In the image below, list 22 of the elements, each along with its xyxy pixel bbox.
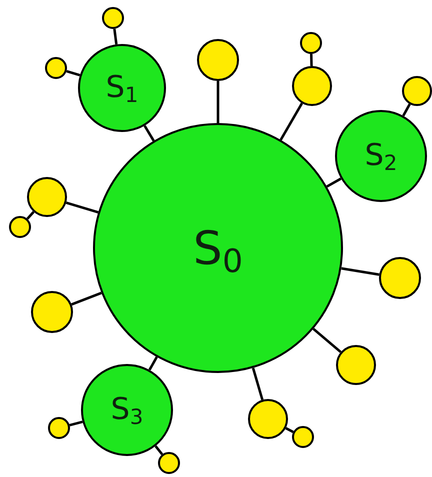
connector-line <box>144 125 155 142</box>
connector-line <box>310 54 313 66</box>
connector-line <box>402 104 411 116</box>
connector-line <box>113 28 118 45</box>
connector-line <box>71 292 102 306</box>
connector-line <box>341 267 380 276</box>
connector-line <box>148 356 158 370</box>
connector-line <box>154 445 164 456</box>
connector-line <box>216 81 220 123</box>
connector-line <box>312 328 342 354</box>
connector-line <box>326 178 342 188</box>
connector-line <box>252 368 264 400</box>
node-label: S$_{3}$ <box>110 395 144 425</box>
node-label: S$_{1}$ <box>106 73 138 103</box>
connector-line <box>66 202 99 214</box>
connector-line <box>66 70 80 76</box>
connector-line <box>285 427 294 434</box>
node-label: S$_{0}$ <box>193 225 243 271</box>
node-label: S$_{2}$ <box>364 141 398 171</box>
connector-line <box>26 211 35 220</box>
connector-line <box>69 420 83 426</box>
connector-line <box>280 102 304 140</box>
